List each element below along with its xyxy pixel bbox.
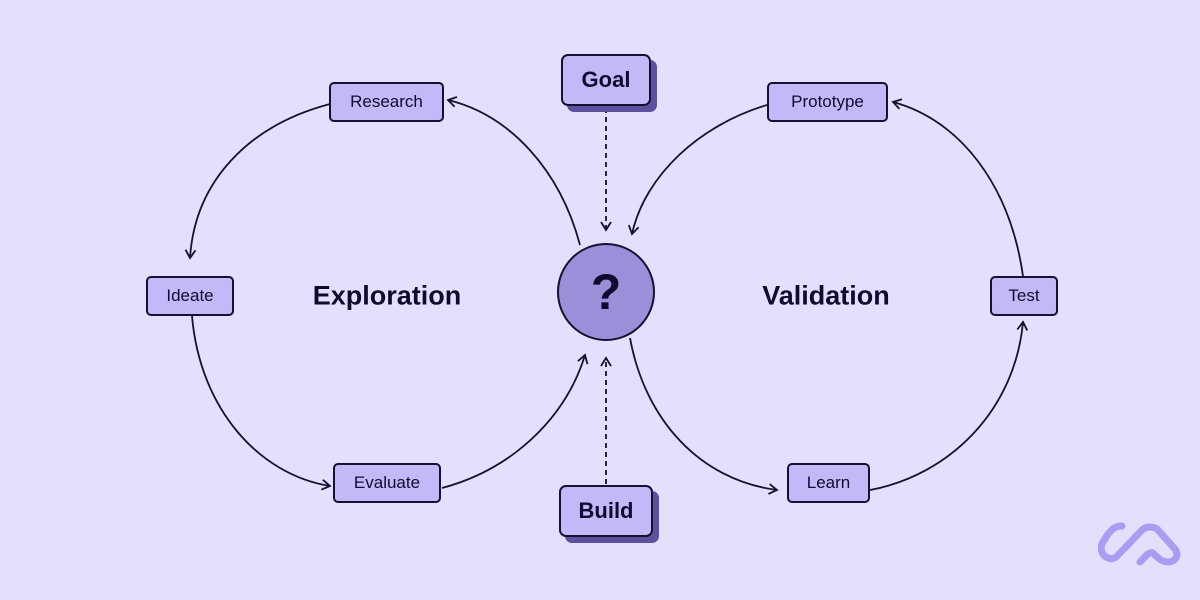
step-prototype: Prototype — [767, 82, 888, 122]
step-ideate: Ideate — [146, 276, 234, 316]
arrow-test-to-prototype — [891, 98, 1024, 277]
center-question-node: ? — [557, 243, 655, 341]
arrow-prototype-to-center — [627, 104, 768, 236]
step-learn: Learn — [787, 463, 870, 503]
step-research: Research — [329, 82, 444, 122]
step-test: Test — [990, 276, 1058, 316]
goal-node: Goal — [561, 54, 651, 106]
arrow-ideate-to-evaluate — [191, 315, 332, 491]
arrow-research-to-ideate — [184, 103, 331, 260]
arrow-evaluate-to-center — [441, 353, 589, 489]
brand-logo-icon — [1098, 522, 1181, 566]
validation-title: Validation — [762, 280, 890, 311]
arrow-center-to-learn — [629, 337, 779, 495]
build-node: Build — [559, 485, 653, 537]
arrow-learn-to-test — [869, 320, 1029, 491]
exploration-title: Exploration — [312, 280, 462, 311]
step-evaluate: Evaluate — [333, 463, 441, 503]
arrow-center-to-research — [446, 96, 581, 246]
